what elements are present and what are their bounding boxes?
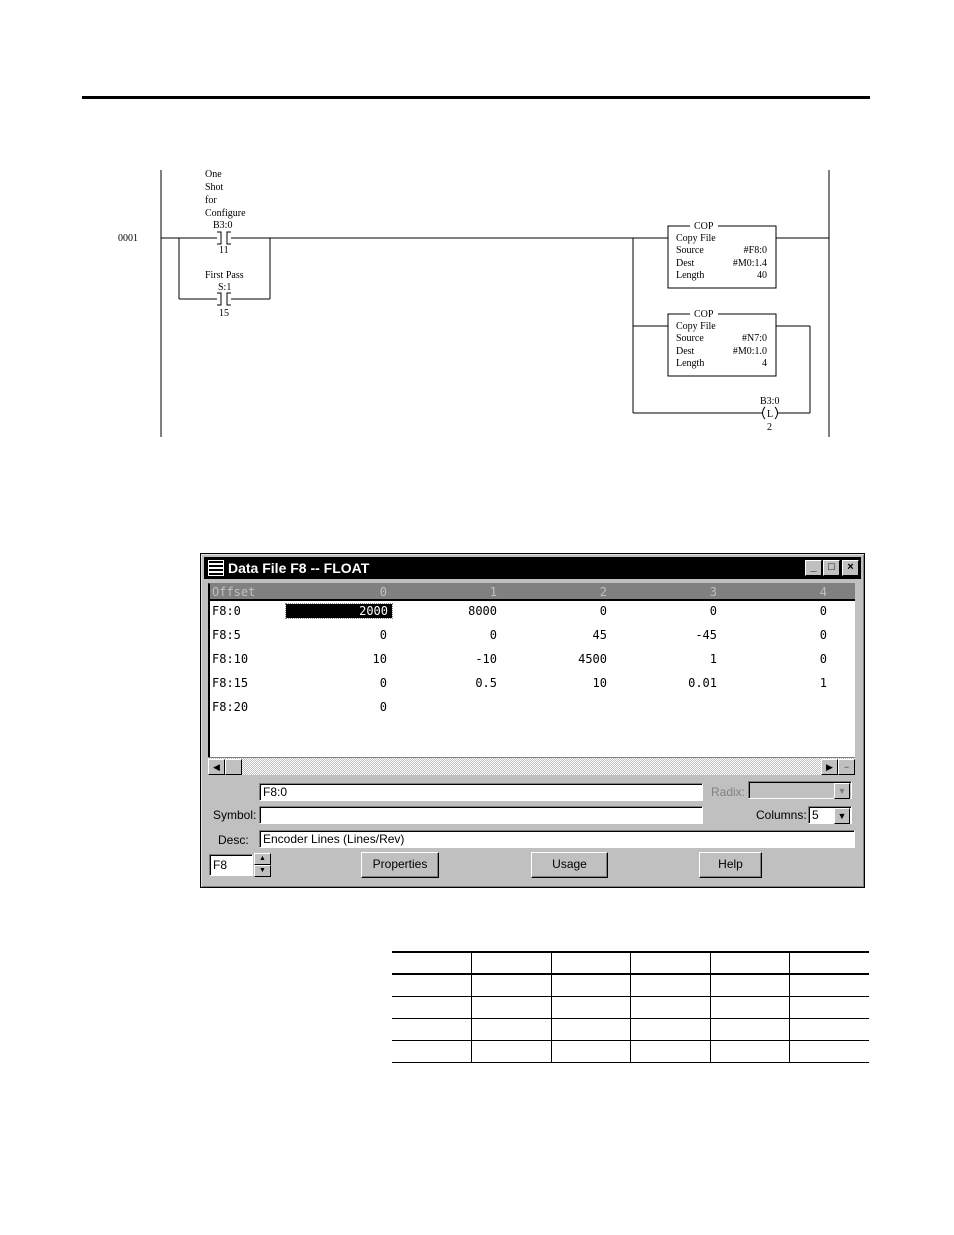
- table-row: [392, 1040, 869, 1063]
- svg-text:Dest: Dest: [676, 258, 695, 269]
- properties-button[interactable]: Properties: [361, 852, 439, 878]
- svg-text:#M0:1.0: #M0:1.0: [733, 346, 767, 357]
- usage-button[interactable]: Usage: [531, 852, 608, 878]
- svg-text:Length: Length: [676, 358, 704, 369]
- window-title: Data File F8 -- FLOAT: [228, 560, 370, 576]
- contact-s1-15: [217, 292, 231, 306]
- blank-table: [392, 951, 869, 1063]
- svg-text:COP: COP: [694, 221, 714, 232]
- table-row: F8:10 10 -10 4500 1 0: [212, 652, 827, 666]
- split-icon[interactable]: −: [838, 759, 855, 775]
- columns-select[interactable]: 5 ▼: [808, 806, 852, 824]
- svg-text:2: 2: [767, 422, 772, 433]
- ladder-diagram: 0001 One Shot for Configure B3:0 11 Firs…: [118, 169, 830, 437]
- svg-text:Dest: Dest: [676, 346, 695, 357]
- svg-text:Length: Length: [676, 270, 704, 281]
- svg-text:B3:0: B3:0: [760, 396, 779, 407]
- symbol-label: Symbol:: [213, 808, 257, 822]
- table-row: F8:15 0 0.5 10 0.01 1: [212, 676, 827, 690]
- svg-text:15: 15: [219, 308, 229, 319]
- maximize-icon[interactable]: □: [823, 560, 840, 576]
- table-row: F8:5 0 0 45 -45 0: [212, 628, 827, 642]
- spin-down-icon[interactable]: ▼: [254, 865, 271, 877]
- svg-text:11: 11: [219, 245, 229, 256]
- svg-text:#N7:0: #N7:0: [742, 333, 767, 344]
- svg-text:S:1: S:1: [218, 282, 231, 293]
- rung-number: 0001: [118, 233, 138, 244]
- svg-text:40: 40: [757, 270, 767, 281]
- svg-text:Source: Source: [676, 245, 704, 256]
- data-file-window: Data File F8 -- FLOAT _ □ × Offset 0 1 2…: [200, 553, 865, 888]
- table-row: [392, 974, 869, 997]
- radix-label: Radix:: [711, 785, 746, 799]
- spin-up-icon[interactable]: ▲: [254, 853, 271, 865]
- selected-cell[interactable]: 2000: [285, 603, 393, 619]
- scroll-thumb[interactable]: [225, 759, 242, 775]
- chevron-down-icon[interactable]: ▼: [834, 808, 850, 824]
- help-button[interactable]: Help: [699, 852, 762, 878]
- svg-text:4: 4: [762, 358, 767, 369]
- radix-combo[interactable]: ▼: [748, 781, 852, 799]
- table-row: [392, 951, 869, 975]
- minimize-icon[interactable]: _: [805, 560, 822, 576]
- cop-block-2: [667, 313, 777, 377]
- scroll-left-icon[interactable]: ◀: [208, 759, 225, 775]
- scroll-right-icon[interactable]: ▶: [821, 759, 838, 775]
- header-rule: [82, 96, 870, 99]
- table-row: F8:20 0: [212, 700, 387, 714]
- desc-label: Desc:: [218, 833, 249, 847]
- svg-text:Configure: Configure: [205, 208, 246, 219]
- svg-text:COP: COP: [694, 309, 714, 320]
- data-file-icon: [208, 560, 224, 576]
- svg-text:Shot: Shot: [205, 182, 224, 193]
- svg-text:One: One: [205, 169, 222, 180]
- table-row: [392, 996, 869, 1019]
- svg-text:L: L: [767, 409, 773, 420]
- latch-coil: [762, 406, 778, 420]
- svg-text:#F8:0: #F8:0: [744, 245, 767, 256]
- table-row: [392, 1018, 869, 1041]
- svg-text:Copy File: Copy File: [676, 321, 716, 332]
- chevron-down-icon[interactable]: ▼: [834, 783, 850, 799]
- svg-text:for: for: [205, 195, 217, 206]
- svg-text:First Pass: First Pass: [205, 270, 244, 281]
- close-icon[interactable]: ×: [842, 560, 859, 576]
- svg-text:Source: Source: [676, 333, 704, 344]
- desc-field[interactable]: Encoder Lines (Lines/Rev): [259, 830, 855, 848]
- data-grid[interactable]: Offset 0 1 2 3 4 F8:0 2000 8000 0 0 0 F8…: [208, 583, 855, 757]
- contact-b3-11: [217, 231, 231, 245]
- columns-label: Columns:: [756, 808, 807, 822]
- svg-text:B3:0: B3:0: [213, 220, 232, 231]
- svg-text:Copy File: Copy File: [676, 233, 716, 244]
- title-bar[interactable]: Data File F8 -- FLOAT _ □ ×: [204, 557, 861, 579]
- cop-block-1: [667, 225, 777, 289]
- horizontal-scrollbar[interactable]: ◀ ▶ −: [208, 757, 855, 775]
- table-row: F8:0 2000 8000 0 0 0: [212, 603, 827, 619]
- file-field[interactable]: F8: [209, 854, 253, 876]
- symbol-field[interactable]: [259, 806, 703, 824]
- address-field[interactable]: F8:0: [259, 783, 703, 801]
- grid-header: Offset 0 1 2 3 4: [210, 584, 855, 601]
- svg-text:#M0:1.4: #M0:1.4: [733, 258, 767, 269]
